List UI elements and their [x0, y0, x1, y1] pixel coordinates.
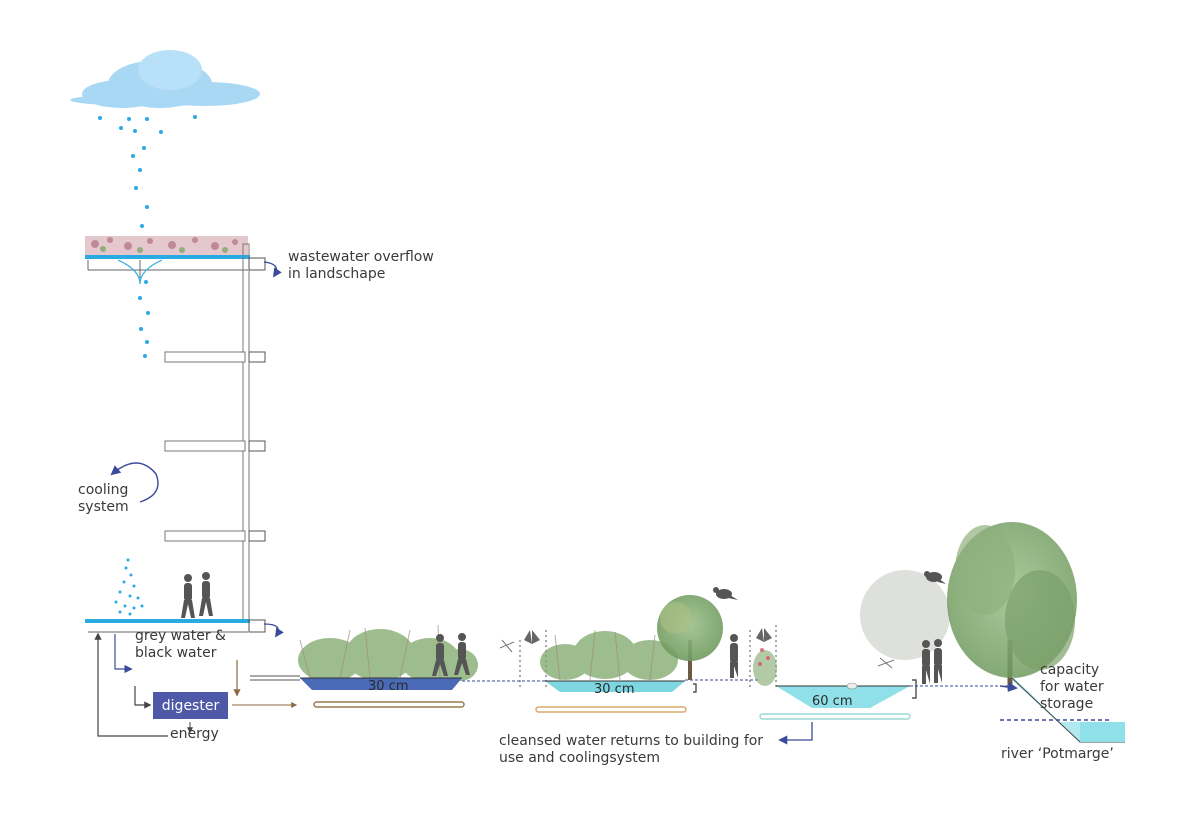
fountain-spray — [114, 558, 144, 616]
return-pipes — [313, 701, 911, 720]
bioswale-2 — [540, 595, 723, 692]
grey-water-flow — [94, 632, 298, 737]
cleansed-water-label: cleansed water returns to building for u… — [499, 733, 764, 766]
energy-label: energy — [170, 726, 219, 742]
river-label: river ‘Potmarge’ — [1001, 746, 1114, 762]
bird-icon-2 — [924, 571, 946, 584]
return-arrow — [778, 722, 813, 745]
dragonfly-icon — [499, 639, 895, 669]
rain-drops — [98, 115, 197, 358]
ground-line — [250, 675, 1010, 687]
river-potmarge — [1000, 676, 1125, 743]
digester-box — [153, 692, 228, 719]
cloud-icon — [70, 50, 260, 108]
retention-pond — [753, 648, 910, 708]
bird-icon — [713, 587, 738, 600]
depth-label-2: 30 cm — [594, 682, 635, 697]
walkers-icon — [432, 633, 942, 684]
capacity-label: capacity for water storage — [1040, 662, 1104, 712]
building-section — [85, 236, 266, 633]
digester-label: digester — [161, 697, 220, 714]
butterfly-icon — [524, 628, 772, 644]
cooling-system-label: cooling system — [78, 482, 129, 515]
cooling-cycle-arrow — [110, 462, 159, 503]
grey-black-water-label: grey water & black water — [135, 628, 226, 661]
depth-label-1: 30 cm — [368, 679, 409, 694]
wastewater-overflow-label: wastewater overflow in landschape — [288, 249, 434, 282]
depth-label-3: 60 cm — [812, 694, 853, 709]
pedestrians-icon — [181, 572, 213, 618]
trees — [860, 522, 1077, 690]
